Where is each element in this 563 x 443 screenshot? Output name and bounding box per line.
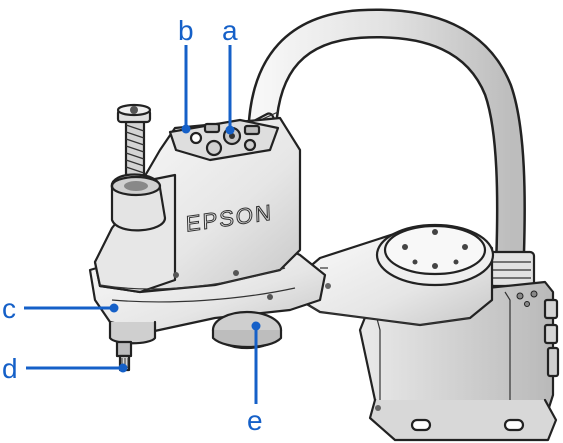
callout-e: e bbox=[247, 321, 263, 436]
callout-a: a bbox=[222, 15, 238, 135]
robot-arm-1 bbox=[269, 223, 495, 328]
callout-d-label: d bbox=[2, 353, 18, 384]
callout-c-label: c bbox=[2, 293, 16, 324]
callout-d: d bbox=[2, 353, 128, 384]
callout-b: b bbox=[178, 15, 194, 134]
callout-e-label: e bbox=[247, 405, 263, 436]
callout-b-label: b bbox=[178, 15, 194, 46]
end-shaft bbox=[108, 320, 157, 372]
robot-arm-2: EPSON bbox=[88, 116, 327, 350]
ball-screw-spline bbox=[110, 103, 167, 232]
callout-c: c bbox=[2, 293, 119, 324]
callout-a-label: a bbox=[222, 15, 238, 46]
